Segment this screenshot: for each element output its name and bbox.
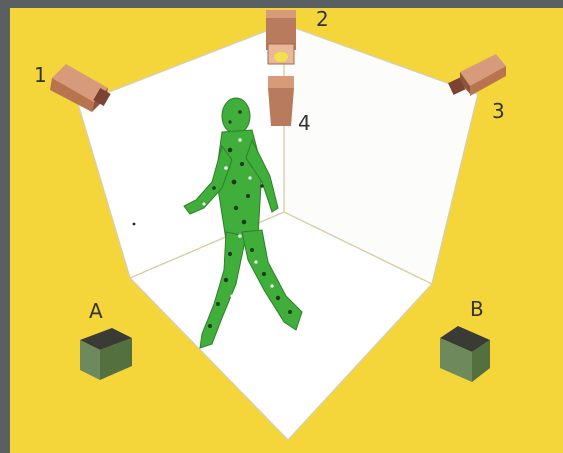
label-camera-1: 1 — [34, 63, 47, 87]
marker-speck — [133, 223, 136, 226]
label-box-a: A — [89, 299, 103, 323]
lens-icon — [274, 52, 288, 62]
label-box-b: B — [470, 297, 484, 321]
label-camera-3: 3 — [492, 99, 505, 123]
camera-4-icon — [268, 76, 294, 126]
camera-2-icon — [266, 10, 296, 64]
label-camera-2: 2 — [316, 7, 329, 31]
label-camera-4: 4 — [298, 111, 311, 135]
